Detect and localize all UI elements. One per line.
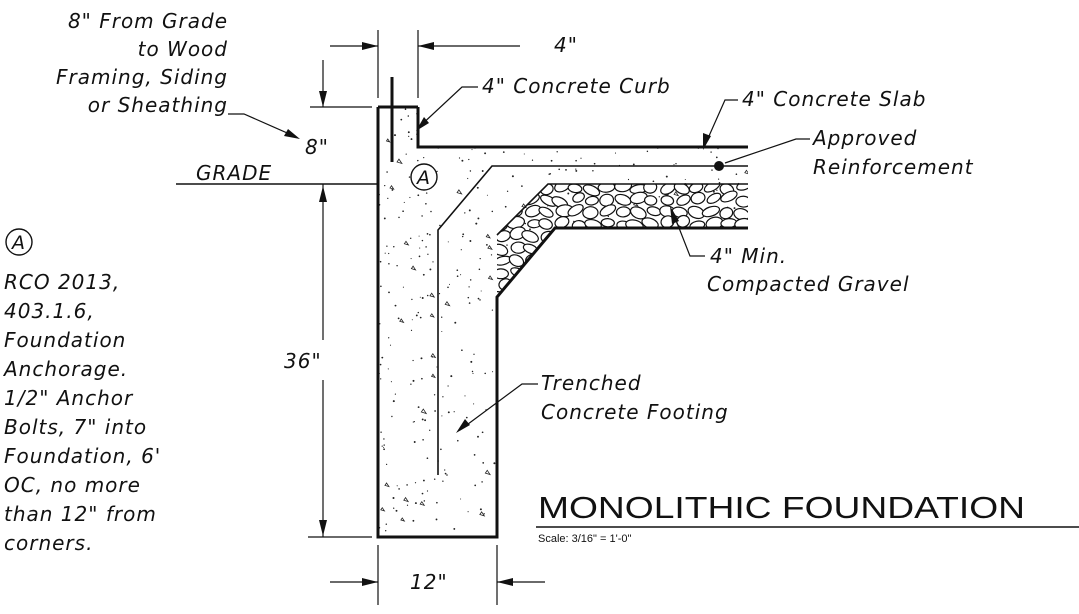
note-line: Anchorage. xyxy=(2,357,128,381)
dim-36in-arrow-bottom xyxy=(319,520,327,536)
note-line: corners. xyxy=(4,531,93,555)
gravel-leader-arrow xyxy=(670,206,679,224)
note-line: RCO 2013, xyxy=(4,270,120,294)
drawing-title: MONOLITHIC FOUNDATION xyxy=(538,490,1025,525)
note-line: Foundation, 6' xyxy=(4,444,161,468)
footing-outline xyxy=(376,107,748,539)
note-line: 403.1.6, xyxy=(4,299,95,323)
curb-label: 4" Concrete Curb xyxy=(482,74,671,98)
note-line: Foundation xyxy=(4,328,126,352)
gravel-top-line xyxy=(496,183,748,236)
grade-label: GRADE xyxy=(196,161,272,185)
note-line: than 12" from xyxy=(4,502,157,526)
footing-leader xyxy=(459,383,538,431)
dim-12in-arrow-right xyxy=(497,578,513,586)
slab-label: 4" Concrete Slab xyxy=(742,87,926,111)
dim-4in-arrow-right xyxy=(418,42,434,50)
clearance-label-line4: or Sheathing xyxy=(88,93,228,117)
gravel-label-line1: 4" Min. xyxy=(710,244,787,268)
detail-marker-circle xyxy=(410,163,438,191)
footing-label-line2: Concrete Footing xyxy=(541,400,729,424)
gravel-label-line2: Compacted Gravel xyxy=(707,272,910,296)
reinforcement-label-line2: Reinforcement xyxy=(813,155,974,179)
drawing-scale: Scale: 3/16" = 1'-0" xyxy=(538,533,631,545)
footing-label-line1: Trenched xyxy=(541,371,642,395)
clearance-label-line1: 8" From Grade xyxy=(68,9,228,33)
reinforcement-leader xyxy=(724,138,810,164)
dim-4in-arrow-left xyxy=(362,42,378,50)
detail-marker-label: A xyxy=(415,167,431,189)
note-marker-label: A xyxy=(10,232,26,254)
footing-leader-arrow xyxy=(456,419,470,433)
note-line: Bolts, 7" into xyxy=(4,415,147,439)
clearance-label-line2: to Wood xyxy=(138,37,228,61)
slab-top-outline xyxy=(416,107,748,149)
reinforcement-dot xyxy=(714,161,724,171)
gravel-leader xyxy=(671,209,705,257)
clearance-leader xyxy=(228,113,295,137)
dim-36in-arrow-top xyxy=(319,186,327,202)
footing-rebar xyxy=(437,165,748,475)
clearance-value-label: 8" xyxy=(305,135,329,159)
note-line: 1/2" Anchor xyxy=(4,386,134,410)
depth-label: 36" xyxy=(284,349,322,373)
slab-leader xyxy=(704,99,738,146)
dim-12in-arrow-left xyxy=(362,578,378,586)
curb-leader xyxy=(417,86,478,129)
slab-leader-arrow xyxy=(703,133,711,150)
reinforcement-label-line1: Approved xyxy=(811,126,917,150)
footing-width-label: 12" xyxy=(410,570,448,594)
clearance-leader-arrow xyxy=(284,129,300,139)
curb-width-label: 4" xyxy=(554,33,578,57)
note-marker-circle xyxy=(5,228,33,256)
clearance-label-line3: Framing, Siding xyxy=(56,65,228,89)
note-line: OC, no more xyxy=(4,473,141,497)
curb-leader-arrow xyxy=(416,117,429,131)
dim-8in-arrow xyxy=(319,91,327,107)
